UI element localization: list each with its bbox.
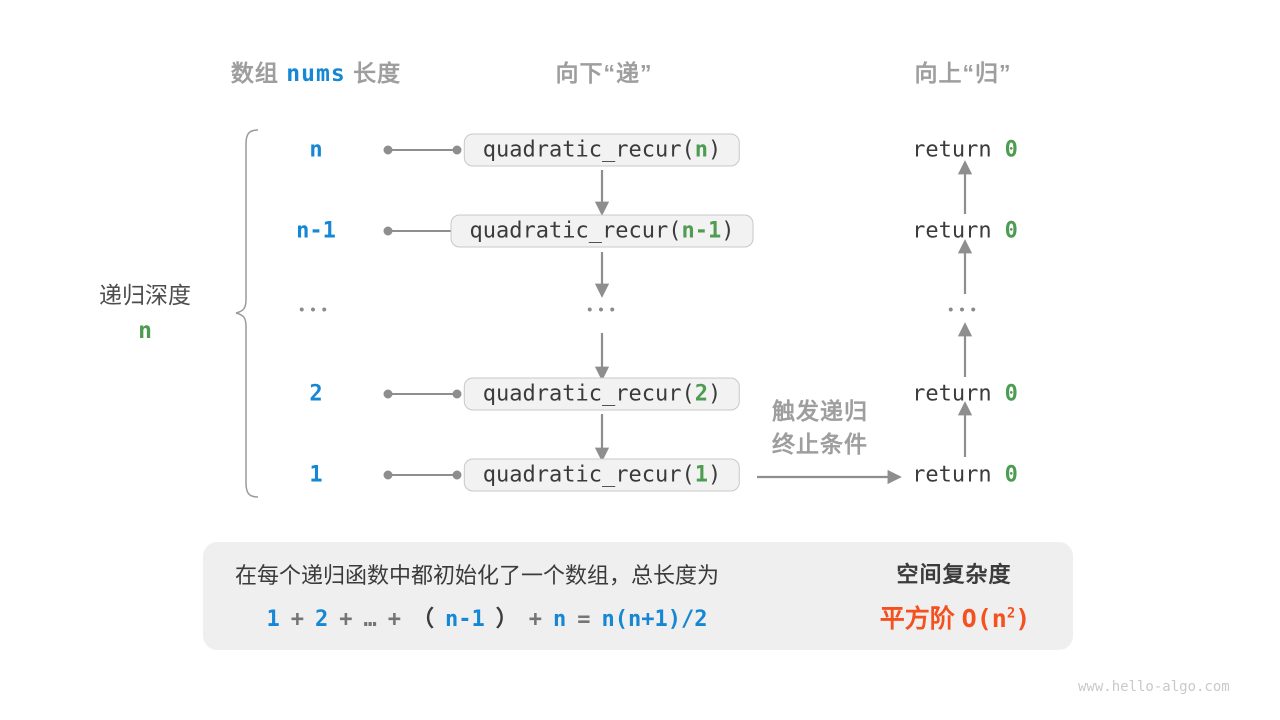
return-keyword: return — [912, 462, 992, 488]
connector-dot — [383, 470, 393, 480]
formula-operator: + — [528, 607, 543, 632]
formula-operator: + — [339, 607, 353, 632]
ellipsis-calls: ••• — [587, 301, 621, 319]
call-box-n: quadratic_recur(n) — [463, 133, 741, 167]
return-label: return 0 — [912, 219, 1018, 244]
return-keyword: return — [912, 137, 992, 163]
call-prefix: quadratic_recur( — [469, 218, 682, 244]
connector-dot — [452, 389, 462, 399]
big-o-exponent: 2 — [1006, 605, 1016, 622]
connector-dot — [383, 145, 393, 155]
header-nums-code: nums — [286, 61, 346, 87]
call-arg: 1 — [694, 462, 708, 488]
call-box-2: quadratic_recur(2) — [463, 377, 741, 411]
complexity-order-word: 平方阶 — [879, 605, 955, 633]
header-array-length-part2: 长度 — [353, 60, 402, 86]
return-keyword: return — [912, 218, 992, 244]
call-arg: 2 — [694, 381, 708, 407]
ellipsis-sizes: ••• — [299, 301, 333, 319]
call-suffix: ) — [707, 462, 722, 488]
return-label: return 0 — [912, 463, 1018, 488]
formula-paren: （ — [412, 607, 435, 632]
depth-brace — [235, 129, 259, 498]
formula-operator: = — [577, 607, 591, 632]
summary-formula: 1 + 2 + … + （ n-1 ） + n = n(n+1)/2 — [267, 601, 708, 633]
call-box-1: quadratic_recur(1) — [463, 458, 741, 492]
formula-ellipsis: … — [363, 607, 377, 632]
return-label: return 0 — [912, 138, 1018, 163]
summary-sentence: 在每个递归函数中都初始化了一个数组，总长度为 — [234, 563, 720, 588]
size-label-1: 1 — [309, 462, 323, 488]
call-arg: n-1 — [681, 218, 722, 244]
call-prefix: quadratic_recur( — [482, 137, 695, 163]
connector-dot — [452, 470, 462, 480]
call-prefix: quadratic_recur( — [482, 462, 695, 488]
space-complexity-value: 平方阶 O(n2) — [880, 599, 1031, 635]
connector-dot — [383, 389, 393, 399]
big-o-open: O(n — [961, 604, 1007, 633]
call-box-n-1: quadratic_recur(n-1) — [450, 214, 754, 248]
call-suffix: ) — [707, 381, 722, 407]
formula-paren: ） — [495, 607, 518, 632]
space-complexity-title: 空间复杂度 — [896, 562, 1012, 587]
summary-panel — [203, 542, 1073, 650]
return-label: return 0 — [912, 382, 1018, 407]
call-suffix: ) — [707, 137, 722, 163]
header-array-length-part1: 数组 — [230, 60, 279, 86]
return-value: 0 — [1004, 218, 1018, 244]
call-prefix: quadratic_recur( — [482, 381, 695, 407]
header-array-length: 数组 nums 长度 — [231, 54, 401, 88]
connector-dot — [383, 226, 393, 236]
formula-operator: + — [290, 607, 304, 632]
return-value: 0 — [1004, 137, 1018, 163]
formula-result: n(n+1)/2 — [601, 607, 708, 632]
size-label-n-1: n-1 — [296, 218, 336, 244]
ellipsis-returns: ••• — [948, 301, 982, 319]
formula-term: 2 — [315, 607, 329, 632]
header-recurse-down: 向下“递” — [555, 60, 653, 86]
site-watermark: www.hello-algo.com — [1078, 679, 1230, 695]
big-o-close: ) — [1015, 604, 1031, 633]
trigger-label-line2: 终止条件 — [772, 431, 868, 457]
call-arg: n — [694, 137, 708, 163]
formula-operator: + — [387, 607, 401, 632]
return-keyword: return — [912, 381, 992, 407]
row-connectors — [383, 145, 462, 480]
recursion-depth-label: 递归深度 — [99, 282, 191, 308]
return-value: 0 — [1004, 462, 1018, 488]
size-label-2: 2 — [309, 381, 323, 407]
connector-dot — [452, 145, 462, 155]
size-label-n: n — [309, 137, 323, 163]
trigger-label-line1: 触发递归 — [772, 398, 868, 424]
formula-term: n-1 — [445, 607, 485, 632]
call-suffix: ) — [721, 218, 735, 244]
return-value: 0 — [1004, 381, 1018, 407]
header-return-up: 向上“归” — [914, 60, 1012, 86]
formula-term: n — [553, 607, 567, 632]
formula-term: 1 — [266, 607, 280, 632]
recursion-depth-value: n — [138, 318, 152, 344]
